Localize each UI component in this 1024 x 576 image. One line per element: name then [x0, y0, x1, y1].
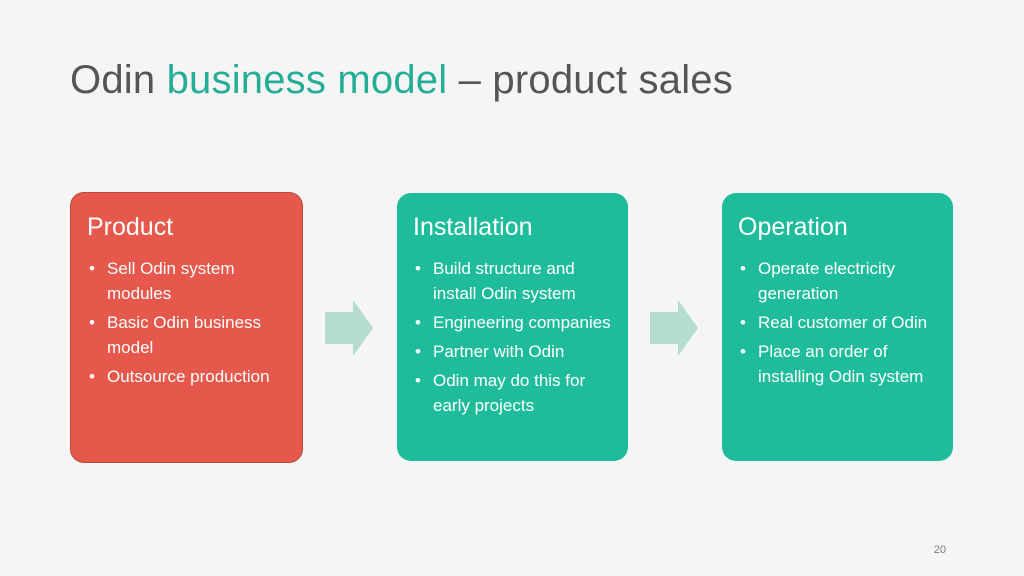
list-item: •Outsource production	[89, 367, 270, 386]
bullet-text: Basic Odin business model	[107, 313, 262, 357]
bullet-text: Outsource production	[107, 367, 270, 386]
bullet-text: Sell Odin system modules	[107, 259, 235, 303]
list-item: •Partner with Odin	[415, 342, 565, 361]
title-part-product-sales: – product sales	[447, 58, 733, 102]
page-number: 20	[933, 544, 946, 556]
list-item: •Sell Odin system modules	[89, 259, 235, 303]
bullet-text: Build structure and install Odin system	[433, 259, 576, 303]
list-item: •Place an order of installing Odin syste…	[740, 342, 924, 386]
product-card: Product •Sell Odin system modules •Basic…	[70, 192, 303, 463]
list-item: •Engineering companies	[415, 313, 611, 332]
installation-card: Installation •Build structure and instal…	[397, 193, 628, 461]
installation-card-title: Installation	[413, 213, 533, 241]
bullet-text: Place an order of installing Odin system	[758, 342, 924, 386]
arrow-right-icon	[650, 300, 698, 356]
list-item: •Odin may do this for early projects	[415, 371, 586, 415]
arrow-right-icon	[325, 300, 373, 356]
operation-card-title: Operation	[738, 213, 848, 241]
bullet-text: Operate electricity generation	[758, 259, 895, 303]
bullet-text: Engineering companies	[433, 313, 611, 332]
list-item: •Operate electricity generation	[740, 259, 895, 303]
bullet-text: Odin may do this for early projects	[433, 371, 586, 415]
list-item: •Build structure and install Odin system	[415, 259, 576, 303]
operation-bullet-list: •Operate electricity generation •Real cu…	[738, 256, 937, 389]
list-item: •Basic Odin business model	[89, 313, 262, 357]
title-part-odin: Odin	[70, 58, 167, 102]
title-part-business-model: business model	[166, 58, 448, 102]
product-card-title: Product	[87, 213, 174, 241]
bullet-text: Real customer of Odin	[758, 313, 928, 332]
list-item: •Real customer of Odin	[740, 313, 928, 332]
operation-card: Operation •Operate electricity generatio…	[722, 193, 953, 461]
installation-bullet-list: •Build structure and install Odin system…	[413, 256, 612, 418]
product-bullet-list: •Sell Odin system modules •Basic Odin bu…	[87, 256, 286, 389]
slide-title: Odin business model – product sales	[70, 58, 733, 103]
bullet-text: Partner with Odin	[433, 342, 565, 361]
